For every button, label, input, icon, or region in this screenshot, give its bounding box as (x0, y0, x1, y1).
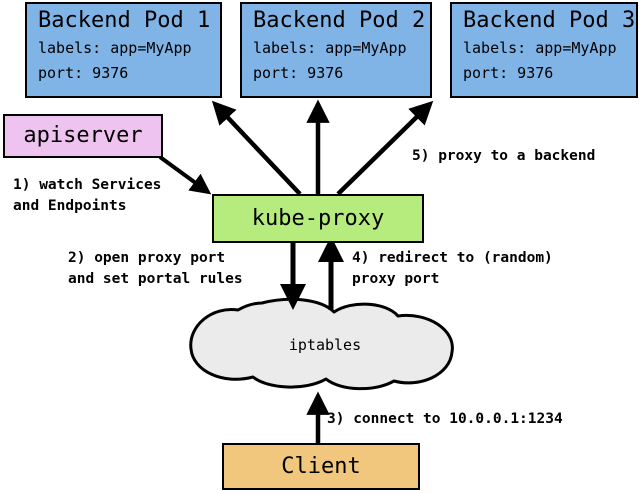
backend-pod-1-box[interactable]: Backend Pod 1 labels: app=MyApp port: 93… (25, 2, 222, 98)
backend-pod-3-labels: labels: app=MyApp (463, 39, 617, 57)
backend-pod-3-title: Backend Pod 3 (463, 8, 636, 33)
backend-pod-2-title: Backend Pod 2 (253, 8, 426, 33)
backend-pod-1-port: port: 9376 (38, 64, 129, 82)
backend-pod-2-box[interactable]: Backend Pod 2 labels: app=MyApp port: 93… (240, 2, 432, 98)
iptables-cloud-shape (189, 297, 454, 391)
arrow-kubeproxy-to-pod1 (211, 100, 302, 196)
client-label: Client (281, 453, 361, 479)
apiserver-label: apiserver (23, 123, 143, 148)
backend-pod-2-port: port: 9376 (253, 64, 344, 82)
backend-pod-2-labels: labels: app=MyApp (253, 39, 407, 57)
apiserver-box[interactable]: apiserver (3, 114, 163, 158)
kube-proxy-box[interactable]: kube-proxy (212, 194, 424, 243)
step-2-label: 2) open proxy port and set portal rules (68, 250, 243, 287)
backend-pod-3-box[interactable]: Backend Pod 3 labels: app=MyApp port: 93… (450, 2, 638, 98)
step-3-label: 3) connect to 10.0.0.1:1234 (327, 411, 563, 427)
backend-pod-1-title: Backend Pod 1 (38, 8, 211, 33)
iptables-cloud-label: iptables (288, 336, 362, 354)
step-1-label: 1) watch Services and Endpoints (13, 177, 162, 214)
step-5-label: 5) proxy to a backend (412, 148, 596, 164)
kube-proxy-label: kube-proxy (251, 205, 385, 231)
arrow-kubeproxy-to-pod3 (336, 100, 434, 196)
backend-pod-3-port: port: 9376 (463, 64, 554, 82)
client-box[interactable]: Client (222, 443, 420, 490)
step-4-label: 4) redirect to (random) proxy port (352, 250, 553, 287)
backend-pod-1-labels: labels: app=MyApp (38, 39, 192, 57)
arrow-apiserver-to-kubeproxy (158, 155, 212, 195)
